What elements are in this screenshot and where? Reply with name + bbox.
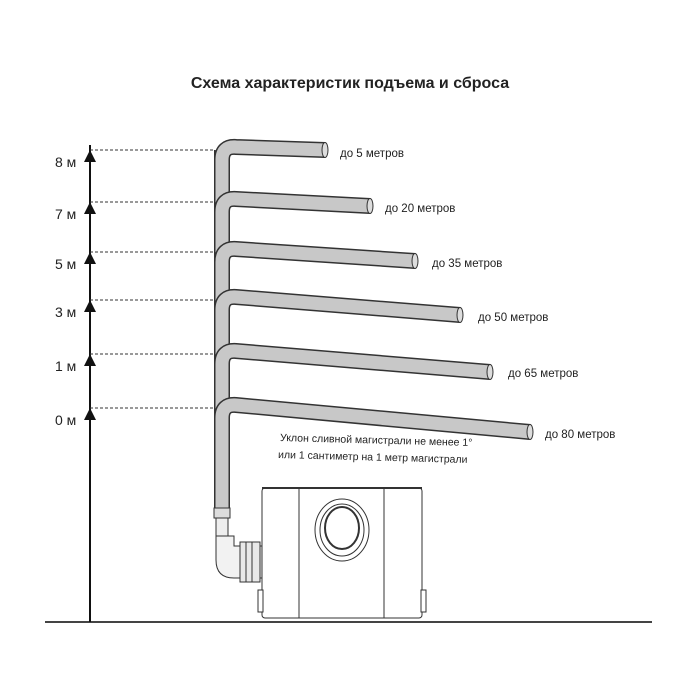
pipe-end — [486, 364, 494, 380]
slope-note-line1: Уклон сливной магистрали не менее 1° — [280, 432, 473, 449]
slope-note-line2: или 1 сантиметр на 1 метр магистрали — [278, 449, 468, 466]
distance-label: до 80 метров — [545, 429, 615, 441]
drain-pipe — [215, 192, 371, 224]
drain-pipe — [215, 242, 416, 274]
distance-label: до 65 метров — [508, 368, 578, 380]
height-label: 8 м — [55, 154, 76, 170]
pipe-end — [456, 307, 464, 323]
drain-pipe — [215, 140, 326, 172]
height-label: 7 м — [55, 206, 76, 222]
drain-pipe — [215, 344, 491, 379]
pipe-end — [321, 142, 329, 158]
drain-pipe — [215, 290, 461, 322]
distance-label: до 35 метров — [432, 258, 502, 270]
arrow-up-icon — [84, 408, 96, 420]
pipe-end — [526, 424, 534, 440]
distance-label: до 5 метров — [340, 148, 404, 160]
arrow-up-icon — [84, 354, 96, 366]
height-label: 1 м — [55, 358, 76, 374]
height-label: 3 м — [55, 304, 76, 320]
pipe-end — [366, 198, 374, 214]
arrow-up-icon — [84, 252, 96, 264]
arrow-up-icon — [84, 150, 96, 162]
distance-label: до 20 метров — [385, 203, 455, 215]
arrow-up-icon — [84, 202, 96, 214]
distance-label: до 50 метров — [478, 312, 548, 324]
height-label: 5 м — [55, 256, 76, 272]
pipe-end — [411, 253, 419, 269]
arrow-up-icon — [84, 300, 96, 312]
drain-pipe — [215, 398, 531, 439]
height-label: 0 м — [55, 412, 76, 428]
diagram-title: Схема характеристик подъема и сброса — [191, 75, 509, 92]
pump-unit — [213, 487, 427, 619]
